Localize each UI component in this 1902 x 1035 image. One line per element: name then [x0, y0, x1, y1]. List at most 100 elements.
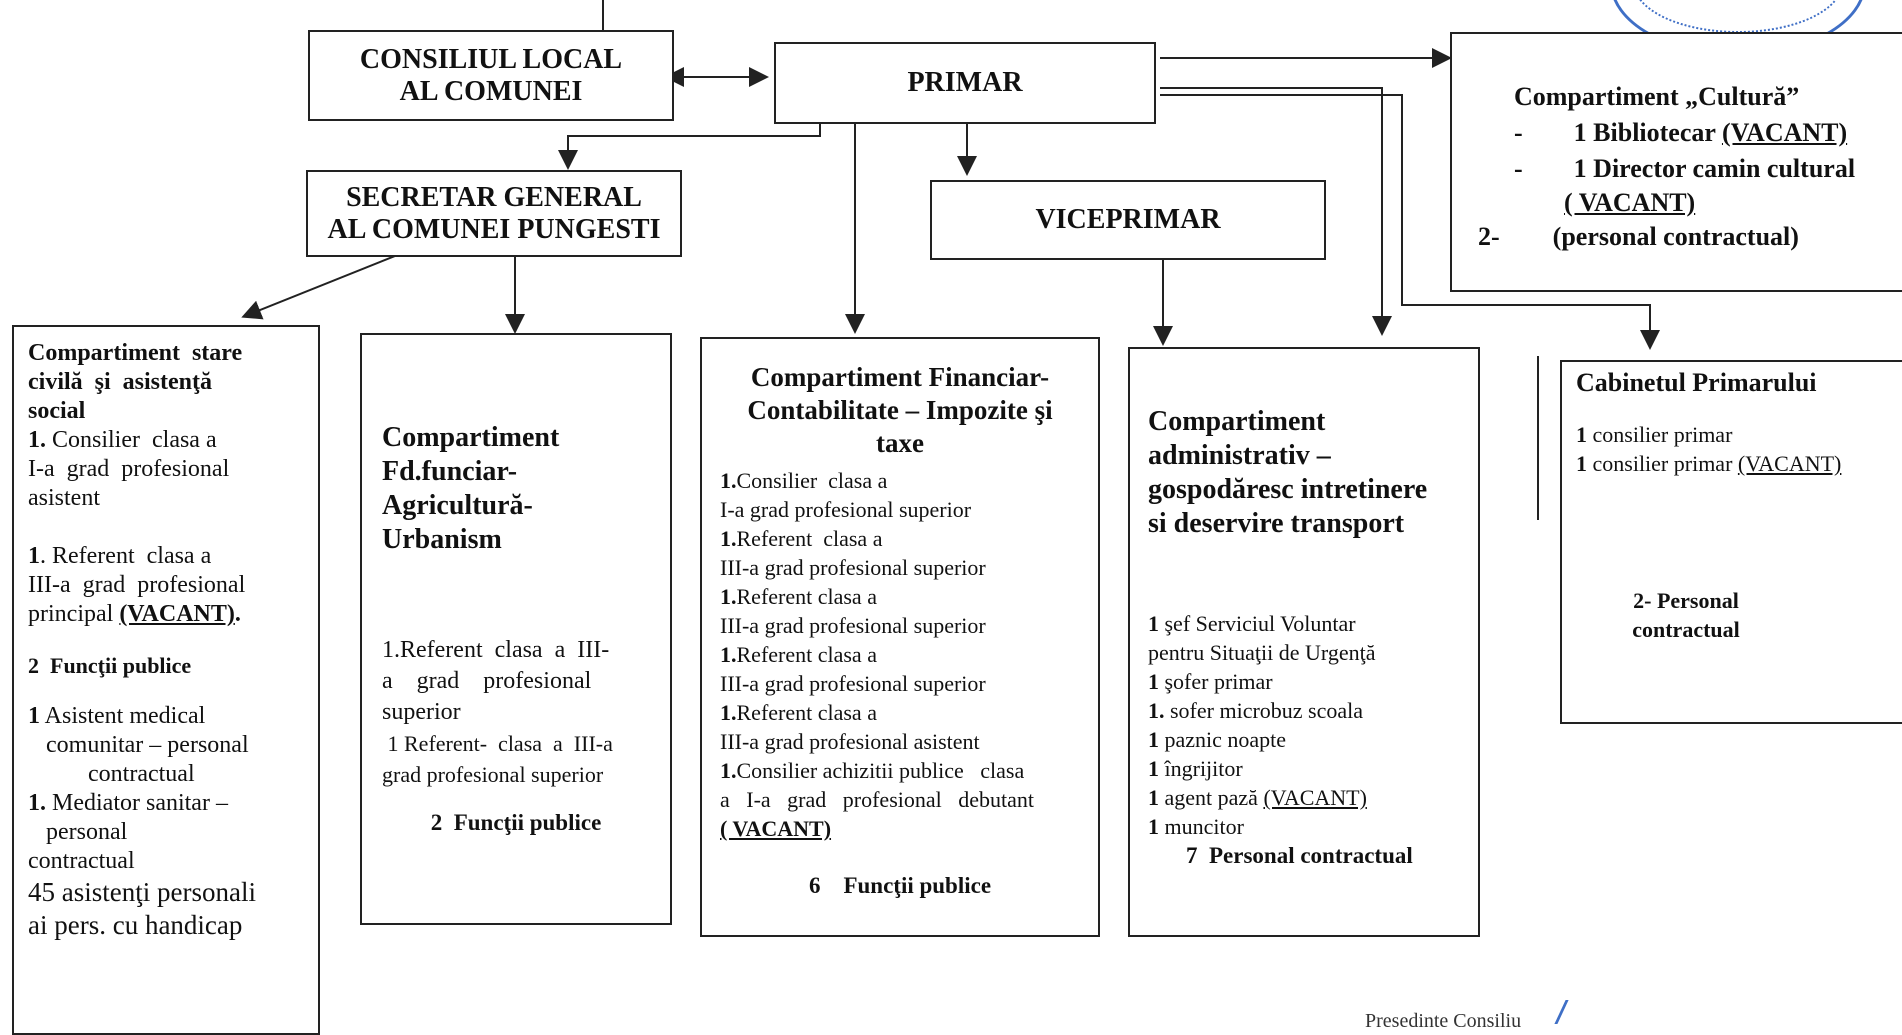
cultura-title: Compartiment „Cultură”: [1514, 82, 1800, 111]
financiar-line-1: I-a grad profesional superior: [720, 495, 1080, 524]
admin-line-4-num: 1: [1148, 727, 1159, 752]
cultura-bullet-1: -: [1514, 118, 1523, 147]
financiar-line-5-text: III-a grad profesional superior: [720, 613, 986, 638]
stare-principal: principal: [28, 601, 114, 627]
financiar-line-5: III-a grad profesional superior: [720, 611, 1080, 640]
cabinet-line-1: 1 consilier primar (VACANT): [1576, 449, 1896, 478]
admin-title-1: Compartiment: [1148, 406, 1326, 437]
admin-line-2-text: şofer primar: [1159, 669, 1273, 694]
funciar-line-1: 1.Referent clasa a III-: [382, 637, 610, 663]
financiar-line-6: 1.Referent clasa a: [720, 640, 1080, 669]
admin-title-4: si deservire transport: [1148, 508, 1405, 539]
consiliu-line-2: AL COMUNEI: [399, 75, 583, 107]
financiar-line-1-text: I-a grad profesional superior: [720, 497, 972, 522]
admin-line-4: 1 paznic noapte: [1148, 725, 1460, 754]
compartiment-funciar-box: Compartiment Fd.funciar- Agricultură- Ur…: [360, 333, 672, 925]
admin-line-1: pentru Situaţii de Urgenţă: [1148, 638, 1460, 667]
admin-footer: 7 Personal contractual: [1186, 843, 1413, 868]
stare-principal-end: .: [234, 601, 241, 627]
funciar-line-4: 1 Referent- clasa a III-a: [382, 731, 613, 756]
cultura-item-2: 1 Director camin cultural: [1573, 154, 1856, 183]
stare-asistent-line-3-text: Mediator sanitar –: [46, 790, 228, 816]
admin-line-6: 1 agent pază (VACANT): [1148, 783, 1460, 812]
stare-functii: 2 Funcţii publice: [28, 653, 192, 678]
stare-line-0-text: Consilier clasa a: [46, 427, 217, 453]
stare-asistent-line-5: contractual: [28, 847, 304, 876]
stare-asistent-lines: 1 Asistent medical comunitar – personal …: [28, 702, 304, 876]
funciar-line-5: grad profesional superior: [382, 762, 604, 787]
admin-line-3: 1. sofer microbuz scoala: [1148, 696, 1460, 725]
cabinet-footer-2: contractual: [1632, 617, 1740, 642]
admin-line-6-num: 1: [1148, 785, 1159, 810]
financiar-line-8-num: 1.: [720, 700, 737, 725]
stare-title-1: Compartiment stare: [28, 340, 243, 366]
stare-line-0-num: 1.: [28, 427, 46, 453]
financiar-line-4-num: 1.: [720, 584, 737, 609]
consiliu-line-1: CONSILIUL LOCAL: [359, 43, 623, 75]
compartiment-administrativ-box: Compartiment administrativ – gospodăresc…: [1128, 347, 1480, 937]
admin-line-1-text: pentru Situaţii de Urgenţă: [1148, 640, 1376, 665]
compartiment-stare-civila-box: Compartiment stare civilă şi asistenţă s…: [12, 325, 320, 1035]
financiar-line-8: 1.Referent clasa a: [720, 698, 1080, 727]
stare-line-2: asistent: [28, 484, 304, 513]
financiar-line-2: 1.Referent clasa a: [720, 524, 1080, 553]
stare-line-2-text: asistent: [28, 485, 100, 511]
financiar-line-3: III-a grad profesional superior: [720, 553, 1080, 582]
financiar-vacant: ( VACANT): [720, 816, 832, 841]
financiar-line-11: a I-a grad profesional debutant: [720, 785, 1080, 814]
cabinet-title: Cabinetul Primarului: [1576, 368, 1817, 397]
financiar-line-7: III-a grad profesional superior: [720, 669, 1080, 698]
stare-line-1-text: I-a grad profesional: [28, 456, 230, 482]
cabinet-line-0-num: 1: [1576, 422, 1587, 447]
funciar-line-2: a grad profesional: [382, 668, 592, 694]
admin-line-5-num: 1: [1148, 756, 1159, 781]
stare-asistent-line-3-num: 1.: [28, 790, 46, 816]
cabinet-line-1-text: consilier primar: [1587, 451, 1738, 476]
admin-line-4-text: paznic noapte: [1159, 727, 1287, 752]
cabinet-footer-1: 2- Personal: [1633, 588, 1739, 613]
funciar-title-4: Urbanism: [382, 524, 502, 555]
stare-title-3: social: [28, 398, 86, 424]
financiar-line-7-text: III-a grad profesional superior: [720, 671, 986, 696]
stare-asistent-line-0-num: 1: [28, 703, 40, 729]
stare-asistent-line-1: comunitar – personal: [28, 731, 304, 760]
admin-line-3-num: 1.: [1148, 698, 1165, 723]
financiar-line-4-text: Referent clasa a: [736, 584, 877, 609]
financiar-line-0-num: 1.: [720, 468, 737, 493]
cultura-footer-num: 2-: [1478, 222, 1500, 251]
stare-asistent-line-4: personal: [28, 818, 304, 847]
financiar-line-8-text: Referent clasa a: [736, 700, 877, 725]
cultura-footer-text: (personal contractual): [1552, 222, 1799, 251]
stare-asistent-line-2: contractual: [28, 760, 304, 789]
secretar-line-2: AL COMUNEI PUNGESTI: [327, 213, 661, 245]
stare-line-4-num: 1: [28, 543, 40, 569]
admin-line-2: 1 şofer primar: [1148, 667, 1460, 696]
stare-title-2: civilă şi asistenţă: [28, 369, 212, 395]
stare-asistent-line-0-text: Asistent medical: [40, 703, 206, 729]
admin-line-5-text: îngrijitor: [1159, 756, 1243, 781]
financiar-line-6-num: 1.: [720, 642, 737, 667]
admin-line-0-text: şef Serviciul Voluntar: [1159, 611, 1356, 636]
stare-asistent-line-3: 1. Mediator sanitar –: [28, 789, 304, 818]
admin-line-6-text: agent pază: [1159, 785, 1264, 810]
stare-line-5: III-a grad profesional: [28, 571, 304, 600]
financiar-line-10-num: 1.: [720, 758, 737, 783]
admin-line-2-num: 1: [1148, 669, 1159, 694]
stare-asistent-line-5-text: contractual: [28, 848, 135, 874]
admin-title-3: gospodăresc intretinere: [1148, 474, 1428, 505]
financiar-line-10: 1.Consilier achizitii publice clasa: [720, 756, 1080, 785]
stare-line-5-text: III-a grad profesional: [28, 572, 246, 598]
financiar-line-0: 1.Consilier clasa a: [720, 466, 1080, 495]
cabinet-line-0-text: consilier primar: [1587, 422, 1733, 447]
stare-principal-vacant: (VACANT): [119, 601, 235, 627]
cultura-bullet-2: -: [1514, 154, 1523, 183]
admin-line-0: 1 şef Serviciul Voluntar: [1148, 609, 1460, 638]
stare-line-0: 1. Consilier clasa a: [28, 426, 304, 455]
viceprimar-box: VICEPRIMAR: [930, 180, 1326, 260]
stare-asistent-line-1-text: comunitar – personal: [28, 732, 249, 758]
cultura-item-1-vacant: (VACANT): [1721, 118, 1848, 147]
